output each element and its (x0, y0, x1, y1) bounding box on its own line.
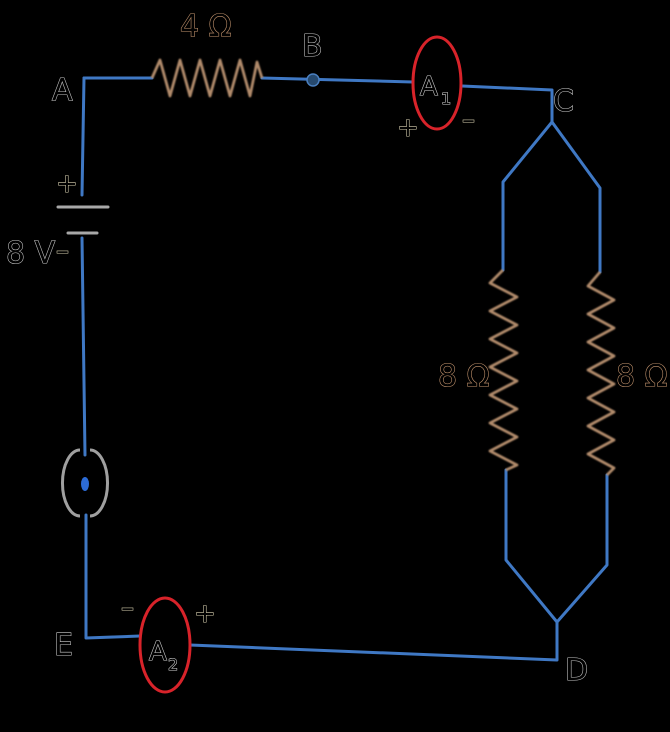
ammeter-a1-minus: – (462, 105, 475, 135)
wires (80, 76, 609, 662)
wire-a1-to-c (460, 84, 554, 124)
ammeter-a1 (411, 35, 463, 131)
wire-c-branch-left (501, 120, 554, 272)
node-label-e: E (54, 628, 73, 663)
resistors (150, 58, 616, 476)
switch-left-arc (60, 448, 81, 518)
ammeter-a1-letter: A (420, 72, 438, 102)
ammeter-a2 (138, 596, 192, 694)
ammeter-a1-ring (411, 35, 463, 131)
wire-right-to-d (555, 473, 609, 624)
ammeter-a2-plus: + (194, 599, 216, 629)
resistor-8-ohm-left (488, 269, 519, 472)
switch-icon (60, 448, 110, 518)
node-label-d: D (565, 653, 588, 688)
resistor-label-top: 4 Ω (180, 9, 232, 44)
ammeter-a2-ring (138, 596, 192, 694)
wire-resistor-to-a1 (260, 76, 415, 84)
switch-center-dot (81, 477, 89, 491)
ammeter-a2-subscript: 2 (168, 655, 178, 674)
resistor-8-ohm-right (586, 271, 616, 476)
ammeter-a1-subscript: 1 (441, 89, 451, 108)
resistor-label-left: 8 Ω (438, 359, 490, 394)
node-label-a: A (52, 73, 73, 108)
wire-a2-to-e (84, 513, 142, 640)
node-b-dot (306, 73, 320, 87)
ammeter-a2-minus: – (121, 593, 134, 623)
battery-cell (56, 205, 110, 235)
ammeter-a2-letter: A (149, 637, 167, 667)
wire-switch-to-battery (80, 236, 87, 457)
wire-battery-to-a (80, 76, 86, 197)
switch-right-arc (89, 448, 110, 518)
wire-c-branch-right (550, 120, 602, 274)
battery-voltage-label: 8 V (6, 236, 56, 271)
ammeter-a1-plus: + (397, 113, 419, 143)
wire-left-to-d (504, 468, 559, 624)
resistor-label-right: 8 Ω (616, 359, 668, 394)
node-label-c: C (553, 84, 574, 119)
wire-d-to-a2 (188, 620, 559, 662)
node-label-b: B (302, 29, 323, 64)
battery-plus-sign: + (56, 169, 78, 199)
battery-minus-sign: – (56, 236, 69, 266)
resistor-4-ohm (150, 58, 264, 98)
